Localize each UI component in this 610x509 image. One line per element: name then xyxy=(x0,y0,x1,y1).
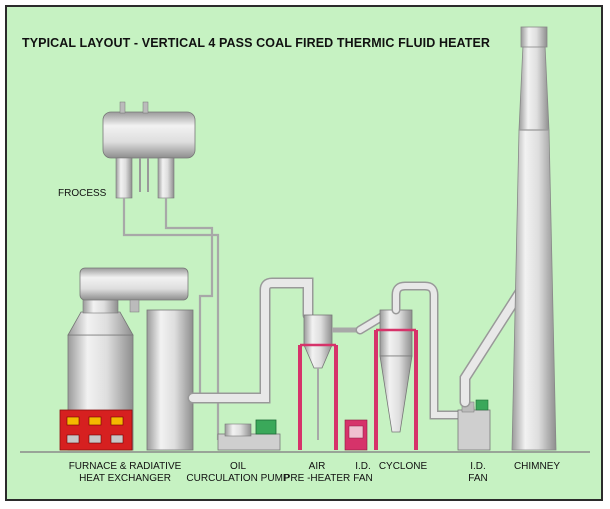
furnace-firing-doors xyxy=(59,409,133,451)
air-preheater-label: AIR PRE -HEATER xyxy=(282,461,352,485)
process-label: FROCESS xyxy=(58,188,107,199)
oil-pump-label: OIL CURCULATION PUMP xyxy=(183,461,293,485)
process-piping xyxy=(122,198,220,440)
furnace-label: FURNACE & RADIATIVE HEAT EXCHANGER xyxy=(45,461,205,485)
process-heat-exchanger xyxy=(102,101,196,199)
air-preheater-label-line2: PRE -HEATER xyxy=(283,473,351,484)
small-id-fan-label-line1: I.D. xyxy=(355,461,371,472)
id-fan-duct xyxy=(391,281,475,420)
cyclone xyxy=(374,309,418,450)
air-pre-heater xyxy=(298,314,360,450)
furnace-label-line2: HEAT EXCHANGER xyxy=(79,473,171,484)
id-fan-label: I.D. FAN xyxy=(460,461,496,485)
furnace-label-line1: FURNACE & RADIATIVE xyxy=(68,461,182,472)
small-id-fan-label-line2: FAN xyxy=(353,473,373,484)
chimney-duct xyxy=(459,286,526,408)
chimney xyxy=(511,26,557,451)
chimney-label: CHIMNEY xyxy=(513,461,561,472)
oil-pump-label-line1: OIL xyxy=(229,461,247,472)
id-fan xyxy=(457,399,491,451)
small-id-fan-label: I.D. FAN xyxy=(345,461,381,485)
air-preheater-label-line1: AIR xyxy=(308,461,326,472)
cyclone-label: CYCLONE xyxy=(378,461,428,472)
oil-circulation-pump xyxy=(217,419,281,451)
id-fan-label-line2: FAN xyxy=(468,473,488,484)
diagram-title: TYPICAL LAYOUT - VERTICAL 4 PASS COAL FI… xyxy=(22,36,491,50)
small-id-fan xyxy=(344,419,368,451)
oil-pump-label-line2: CURCULATION PUMP xyxy=(186,473,290,484)
flue-duct xyxy=(187,277,314,404)
id-fan-label-line1: I.D. xyxy=(470,461,486,472)
